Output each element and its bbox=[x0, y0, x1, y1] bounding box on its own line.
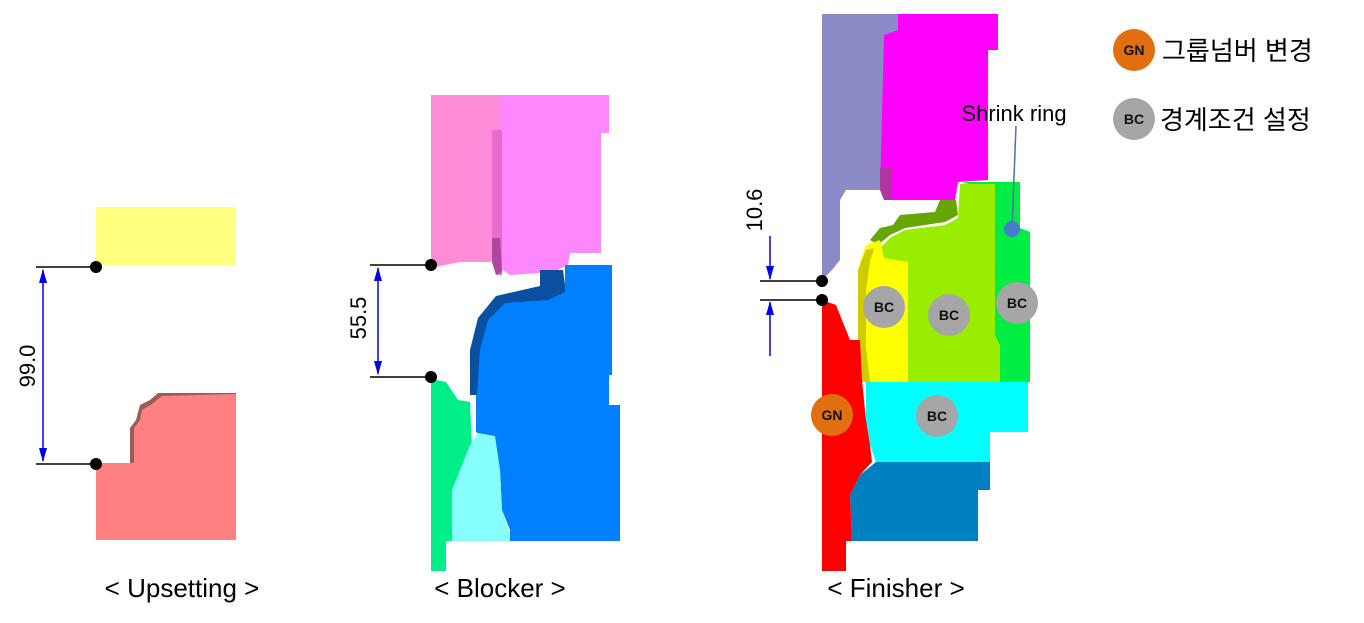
bc-badge-label: BC bbox=[874, 299, 894, 315]
blocker-side-ring bbox=[431, 379, 472, 571]
bc-badge-label: BC bbox=[927, 408, 947, 424]
upsetting-point-bottom bbox=[90, 458, 102, 470]
legend-gn-badge bbox=[1113, 29, 1155, 71]
finisher-die-shadow bbox=[870, 200, 958, 245]
finisher-base bbox=[850, 462, 990, 541]
upsetting-billet bbox=[96, 394, 236, 540]
upsetting-caption: < Upsetting > bbox=[105, 573, 260, 603]
bc-badge-lower-die: BC bbox=[916, 395, 958, 437]
legend-gn-label: 그룹넘버 변경 bbox=[1162, 36, 1313, 66]
upsetting-stage: 99.0 < Upsetting > bbox=[15, 207, 259, 603]
bc-badge-label: BC bbox=[1007, 295, 1027, 311]
bc-badge-label: BC bbox=[939, 307, 959, 323]
finisher-caption: < Finisher > bbox=[827, 573, 964, 603]
blocker-upper-die-right bbox=[500, 95, 609, 275]
blocker-lower-die bbox=[476, 265, 620, 541]
legend-bc-badge bbox=[1113, 98, 1155, 140]
blocker-dim-arrow-down bbox=[374, 361, 382, 375]
finisher-point-top bbox=[816, 275, 828, 287]
legend-bc-label: 경계조건 설정 bbox=[1160, 105, 1311, 135]
finisher-dim-arrow-down bbox=[766, 266, 774, 280]
finisher-top-die-lip bbox=[880, 168, 892, 200]
blocker-point-bottom bbox=[425, 371, 437, 383]
blocker-dim-value: 55.5 bbox=[346, 297, 371, 340]
bc-badge-die: BC bbox=[928, 294, 970, 336]
upsetting-point-top bbox=[90, 261, 102, 273]
legend-item-gn: GN 그룹넘버 변경 bbox=[1113, 29, 1313, 71]
finisher-dim-value: 10.6 bbox=[742, 189, 767, 232]
blocker-point-top bbox=[425, 259, 437, 271]
legend-item-bc: BC 경계조건 설정 bbox=[1113, 98, 1311, 140]
shrink-ring-label: Shrink ring bbox=[961, 101, 1066, 126]
upsetting-dim-arrow-up bbox=[39, 269, 47, 283]
finisher-workpiece bbox=[822, 300, 872, 571]
upsetting-dim-arrow-down bbox=[39, 448, 47, 462]
shrink-ring-leader bbox=[1011, 125, 1017, 229]
blocker-upper-die-left bbox=[431, 95, 500, 268]
blocker-insert bbox=[452, 433, 510, 541]
gn-badge-workpiece: GN bbox=[811, 394, 853, 436]
upsetting-dim-value: 99.0 bbox=[15, 345, 40, 388]
gn-badge-label: GN bbox=[822, 407, 843, 423]
finisher-point-bottom bbox=[816, 294, 828, 306]
bc-badge-ring: BC bbox=[996, 282, 1038, 324]
legend-gn-badge-label: GN bbox=[1124, 42, 1145, 58]
finisher-top-die bbox=[880, 14, 998, 200]
blocker-caption: < Blocker > bbox=[434, 573, 566, 603]
finisher-punch bbox=[822, 14, 900, 280]
shrink-ring-marker bbox=[1004, 221, 1020, 237]
finisher-stage: 10.6 Shrink ring BC BC BC BC GN < Finish… bbox=[742, 14, 1067, 603]
legend-bc-badge-label: BC bbox=[1124, 111, 1144, 127]
legend: GN 그룹넘버 변경 BC 경계조건 설정 bbox=[1113, 29, 1313, 140]
blocker-dim-arrow-up bbox=[374, 267, 382, 281]
blocker-upper-die-lip bbox=[492, 238, 502, 275]
upsetting-upper-die bbox=[96, 207, 236, 265]
finisher-dim-arrow-up bbox=[766, 301, 774, 315]
bc-badge-insert: BC bbox=[863, 286, 905, 328]
finisher-die bbox=[880, 184, 1000, 382]
blocker-stage: 55.5 < Blocker > bbox=[346, 95, 620, 603]
